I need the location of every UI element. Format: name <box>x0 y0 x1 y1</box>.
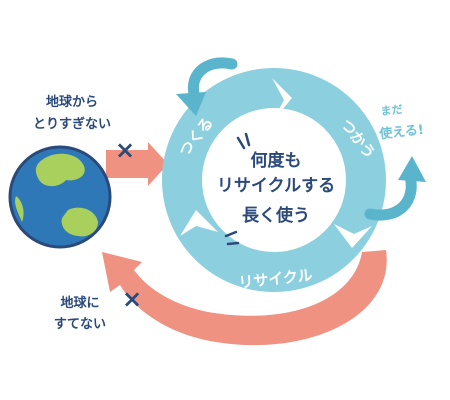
warning-top: 地球から とりすぎない × <box>33 94 135 164</box>
take-arrow <box>106 142 168 186</box>
center-line-1: 何度も <box>251 150 302 171</box>
ring-arrow-top <box>272 78 292 122</box>
return-arrow <box>102 250 387 346</box>
center-line-2: リサイクルする <box>217 176 335 196</box>
warning-top-line-2: とりすぎない <box>33 116 111 132</box>
loop-arrow-top <box>176 57 238 116</box>
ring-arrow-left <box>180 210 218 236</box>
cycle-ring <box>162 68 386 292</box>
cross-icon: × <box>122 285 142 313</box>
ring-arrow-right <box>334 224 372 248</box>
earth-icon <box>8 145 112 249</box>
side-note-line-2: 使える! <box>378 122 425 143</box>
warning-bottom-line-2: すてない <box>54 317 106 332</box>
warning-bottom: 地球に すてない × <box>54 285 142 332</box>
side-note: まだ 使える! <box>378 103 425 143</box>
emphasis-marks <box>224 132 251 246</box>
warning-top-line-1: 地球から <box>46 94 98 110</box>
warning-bottom-line-1: 地球に <box>60 295 99 311</box>
center-line-3: 長く使う <box>242 205 310 226</box>
cross-icon: × <box>115 136 135 164</box>
side-note-line-1: まだ <box>380 103 403 118</box>
loop-arrow-right <box>364 156 426 221</box>
center-message: 何度も リサイクルする 長く使う <box>217 150 335 226</box>
